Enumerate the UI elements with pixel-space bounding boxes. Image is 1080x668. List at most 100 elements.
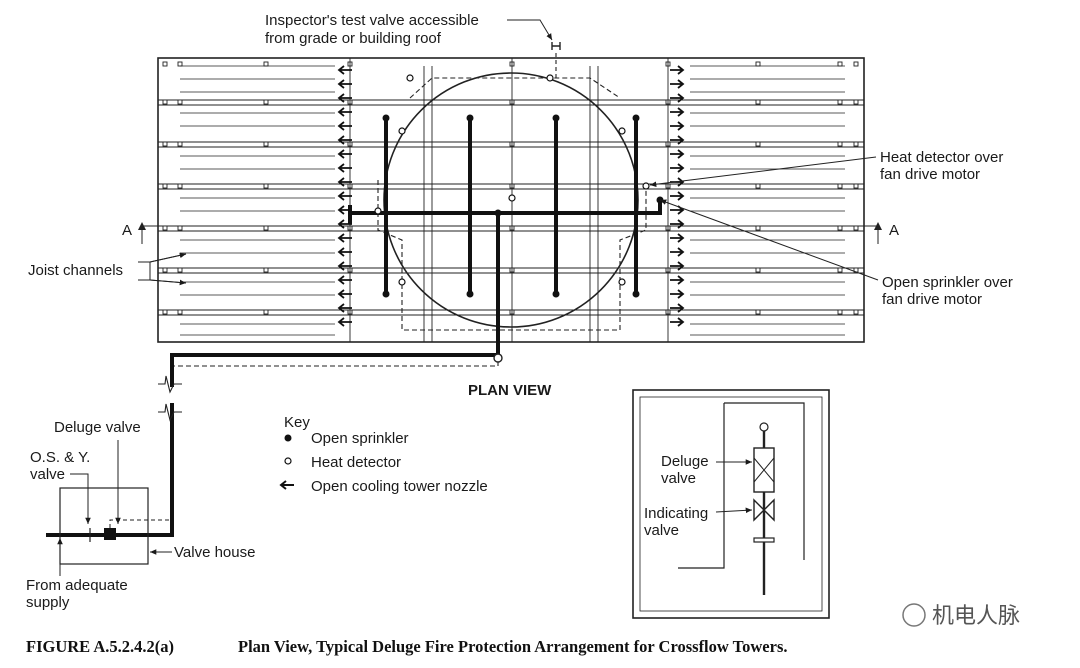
longitudinal-lines: [180, 58, 845, 342]
joist-marker: [853, 183, 859, 189]
joist-marker: [177, 225, 183, 231]
nozzle-arrow-right: [670, 247, 685, 257]
inspector-leader: [507, 19, 553, 41]
open-sprinkler-label-1: Open sprinkler over: [882, 274, 1013, 291]
supply-label-2: supply: [26, 594, 70, 611]
nozzle-arrow-right: [670, 191, 685, 201]
tower-outline: [157, 57, 865, 343]
joist-marker: [162, 141, 168, 147]
joist-marker: [755, 225, 761, 231]
nozzle-arrow-left: [337, 317, 352, 327]
joist-marker: [837, 267, 843, 273]
joist-channels-label: Joist channels: [28, 262, 123, 279]
joist-marker: [162, 309, 168, 315]
joist-marker: [177, 309, 183, 315]
nozzle-arrow-right: [670, 303, 685, 313]
nozzle-arrow-right: [670, 149, 685, 159]
break-symbol-upper: [158, 375, 182, 394]
nozzle-arrow-left: [337, 289, 352, 299]
inset-outer-frame: [632, 389, 830, 619]
nozzle-arrow-left: [337, 219, 352, 229]
section-a-right: A: [889, 222, 899, 239]
heat-detector: [398, 127, 406, 135]
wechat-icon: [902, 603, 926, 627]
open-sprinkler: [632, 290, 640, 298]
joist-marker: [755, 61, 761, 67]
supply-label-1: From adequate: [26, 577, 128, 594]
inset-deluge-valve-mark: [753, 447, 775, 483]
osy-leader: [70, 473, 91, 524]
joist-arrow-2: [149, 279, 187, 286]
joist-marker: [263, 61, 269, 67]
key-item-3: Open cooling tower nozzle: [311, 478, 488, 495]
key-item-2: Heat detector: [311, 454, 401, 471]
nozzle-arrow-left: [337, 135, 352, 145]
sprinkler-piping: [46, 116, 662, 537]
heat-detector-label-2: fan drive motor: [880, 166, 980, 183]
inset-inner-frame: [639, 396, 823, 612]
joist-marker: [162, 183, 168, 189]
nozzle-arrow-left: [337, 177, 352, 187]
inset-indicating-label-2: valve: [644, 522, 679, 539]
heat-detector: [546, 74, 554, 82]
osy-label-2: valve: [30, 466, 65, 483]
joist-marker: [177, 61, 183, 67]
joist-marker: [755, 309, 761, 315]
nozzle-arrow-left: [337, 121, 352, 131]
open-sprinkler: [494, 209, 502, 217]
open-sprinkler: [552, 114, 560, 122]
joist-marker: [263, 183, 269, 189]
inset-indicating-valve-icon: [753, 498, 775, 522]
detector-dash-loop: [377, 180, 647, 331]
heat-detector: [618, 278, 626, 286]
inset-indicating-label-1: Indicating: [644, 505, 708, 522]
open-sprinkler: [466, 114, 474, 122]
joist-marker: [162, 61, 168, 67]
nozzle-key-icon: [279, 480, 294, 490]
heat-detector: [374, 207, 382, 215]
figure-number: FIGURE A.5.2.4.2(a): [26, 637, 174, 656]
joist-marker: [177, 267, 183, 273]
joist-marker: [263, 225, 269, 231]
joist-marker: [177, 99, 183, 105]
inset-deluge-label-1: Deluge: [661, 453, 709, 470]
heat-detector: [406, 74, 414, 82]
inset-flange: [753, 537, 775, 543]
inset-indicating-leader: [715, 507, 753, 514]
joist-marker: [755, 183, 761, 189]
riser-fitting: [493, 353, 503, 363]
osy-label-1: O.S. & Y.: [30, 449, 90, 466]
joist-marker: [755, 99, 761, 105]
nozzle-arrow-right: [670, 121, 685, 131]
nozzle-arrow-left: [337, 247, 352, 257]
joist-marker: [837, 309, 843, 315]
joist-marker: [162, 99, 168, 105]
nozzle-arrow-right: [670, 275, 685, 285]
joist-arrow-1: [149, 252, 187, 263]
valve-house-box: [59, 487, 149, 565]
open-sprinkler-label-2: fan drive motor: [882, 291, 982, 308]
joist-marker: [853, 61, 859, 67]
open-sprinkler: [382, 114, 390, 122]
inset-wall-right: [724, 402, 805, 560]
nozzle-arrow-right: [670, 261, 685, 271]
nozzle-arrow-left: [337, 93, 352, 103]
inset-deluge-label-2: valve: [661, 470, 696, 487]
open-sprinkler-key-icon: [284, 434, 292, 442]
nozzle-arrow-right: [670, 79, 685, 89]
nozzle-arrow-right: [670, 233, 685, 243]
deluge-valve-icon: [104, 528, 116, 540]
heat-detector-key-icon: [284, 457, 292, 465]
joist-marker: [837, 61, 843, 67]
watermark-text: 机电人脉: [932, 603, 1020, 628]
break-symbol-lower: [158, 403, 182, 422]
nozzle-arrow-right: [670, 163, 685, 173]
joist-marker: [162, 267, 168, 273]
joist-marker: [263, 141, 269, 147]
nozzle-arrow-left: [337, 65, 352, 75]
open-sprinklers: [382, 114, 664, 298]
joist-marker: [837, 183, 843, 189]
joist-marker: [263, 99, 269, 105]
inset-wall-left: [678, 403, 725, 569]
nozzle-arrow-left: [337, 79, 352, 89]
